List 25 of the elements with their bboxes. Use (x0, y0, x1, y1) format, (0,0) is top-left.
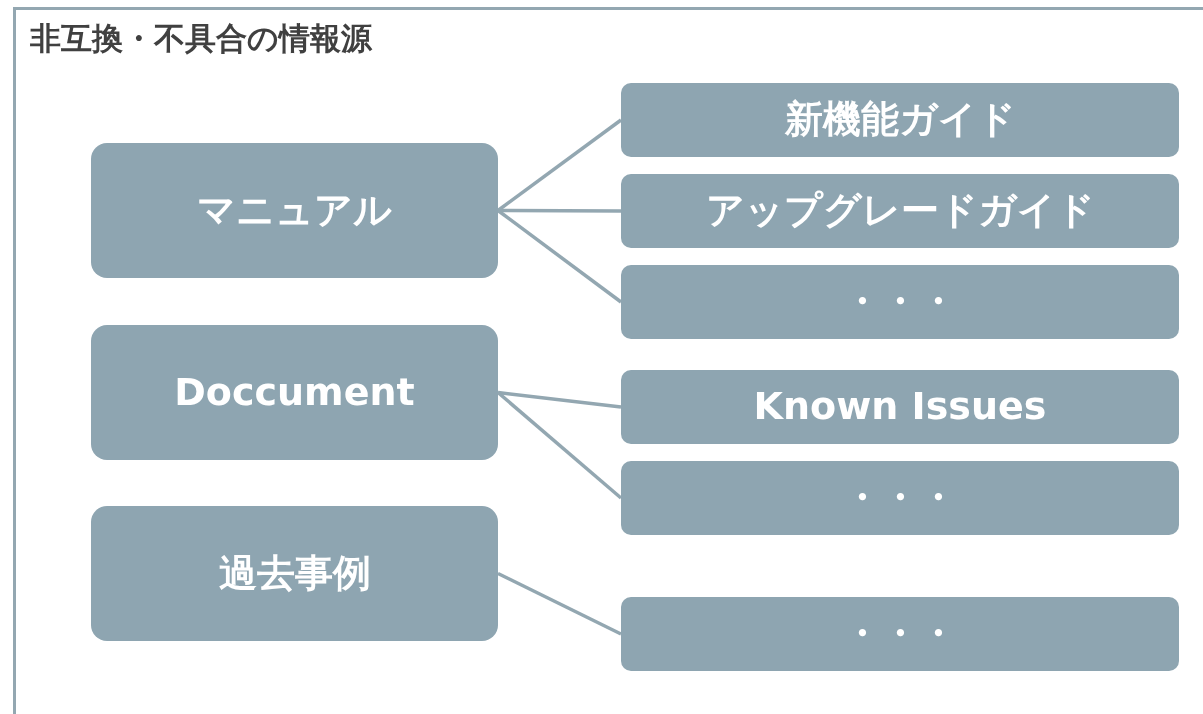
item-box (621, 370, 1179, 444)
connector-line (496, 118, 623, 212)
connector-line (496, 391, 623, 500)
item-box (621, 265, 1179, 339)
item-box (621, 83, 1179, 157)
category-box (91, 143, 498, 278)
connector-line (498, 208, 621, 213)
connector-line (497, 571, 622, 636)
item-box (621, 174, 1179, 248)
box-label: ・・・ (843, 280, 957, 324)
connector-line (496, 209, 623, 304)
box-label: ・・・ (843, 612, 957, 656)
title: 非互換・不具合の情報源 (30, 19, 372, 58)
box-label: マニュアル (197, 188, 392, 233)
box-label: アップグレードガイド (705, 189, 1095, 233)
connector-line (497, 390, 622, 409)
item-box (621, 461, 1179, 535)
category-box (91, 325, 498, 460)
item-box (621, 597, 1179, 671)
box-label: 過去事例 (218, 551, 371, 596)
box-label: 新機能ガイド (784, 98, 1016, 142)
category-box (91, 506, 498, 641)
box-label: Known Issues (753, 385, 1047, 429)
box-label: ・・・ (843, 476, 957, 520)
box-label: Doccument (174, 370, 415, 415)
